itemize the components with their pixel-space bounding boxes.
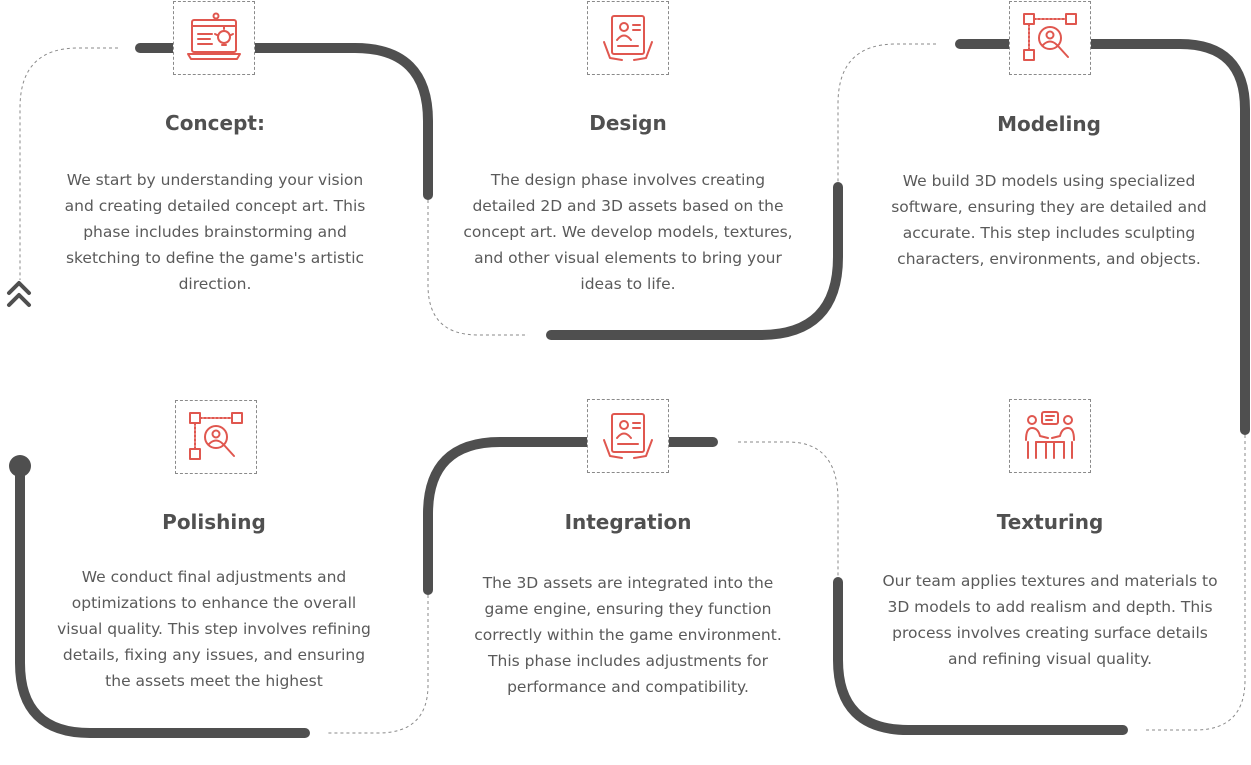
step-description: We build 3D models using specialized sof…	[891, 172, 1207, 268]
integration-tablet-person-icon	[603, 413, 653, 459]
step-title: Polishing	[162, 510, 266, 534]
concept-laptop-bulb-icon	[187, 12, 241, 60]
step-texturing: Texturing Our team applies textures and …	[880, 510, 1220, 672]
step-modeling: Modeling We build 3D models using specia…	[888, 112, 1210, 272]
step-integration: Integration The 3D assets are integrated…	[462, 510, 794, 700]
step-concept: Concept: We start by understanding your …	[50, 111, 380, 297]
step-title: Texturing	[996, 510, 1104, 534]
dashed-guide-integration-bottom	[328, 595, 429, 734]
icon-box-concept	[173, 1, 255, 75]
track-start-dot	[9, 455, 31, 477]
step-title: Design	[589, 111, 667, 135]
step-description: We conduct final adjustments and optimiz…	[57, 568, 371, 690]
step-description: The 3D assets are integrated into the ga…	[474, 574, 782, 696]
dashed-guide-texturing-left	[738, 441, 839, 580]
step-title: Concept:	[165, 111, 265, 135]
step-title: Integration	[564, 510, 692, 534]
track-segment-concept	[135, 43, 433, 200]
step-description: We start by understanding your vision an…	[64, 171, 366, 293]
icon-box-texturing	[1009, 399, 1091, 473]
track-segment-design	[546, 182, 843, 340]
track-segment-polishing	[15, 463, 310, 738]
step-polishing: Polishing We conduct final adjustments a…	[48, 510, 380, 694]
track-segment-integration	[423, 437, 718, 595]
dashed-guide-modeling-left	[837, 43, 936, 185]
double-chevron-up-icon	[7, 281, 31, 307]
icon-box-modeling	[1009, 1, 1091, 75]
dashed-guide-right-lower	[1145, 435, 1246, 731]
dashed-guide-concept-left	[19, 47, 118, 280]
modeling-search-people-icon	[1023, 13, 1077, 61]
design-tablet-person-icon	[603, 15, 653, 61]
step-description: The design phase involves creating detai…	[463, 171, 793, 293]
icon-box-polishing	[175, 400, 257, 474]
track-segment-modeling	[955, 39, 1250, 435]
track-segment-texturing	[833, 577, 1128, 735]
dashed-guide-design-left	[427, 200, 528, 336]
step-description: Our team applies textures and materials …	[882, 572, 1218, 668]
icon-box-integration	[587, 399, 669, 473]
icon-box-design	[587, 1, 669, 75]
step-design: Design The design phase involves creatin…	[462, 111, 794, 297]
polishing-search-people-icon	[189, 412, 243, 460]
texturing-meeting-people-icon	[1025, 411, 1075, 459]
step-title: Modeling	[997, 112, 1101, 136]
